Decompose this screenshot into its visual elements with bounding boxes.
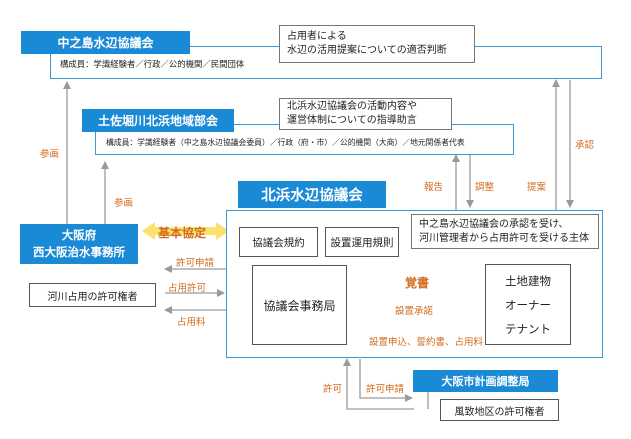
memorandum-label: 覚書 [405, 276, 430, 290]
operation-rules-box: 設置運用規則 [325, 227, 399, 257]
application-label: 設置申込、誓約書、占用料 [369, 337, 484, 348]
tosabori-members: 構成員：学識経験者（中之島水辺協議会委員）／行政（府・市）／公的機関（大商）／地… [106, 138, 465, 147]
permit-application-bottom-label: 許可申請 [366, 384, 405, 395]
nakanoshima-title: 中之島水辺協議会 [21, 31, 190, 54]
tosabori-title: 土佐堀川北浜地域部会 [82, 109, 234, 132]
owners-line: テナント [505, 321, 551, 336]
kitahama-note-line: 河川管理者から占用許可を受ける主体 [419, 232, 589, 244]
approve-label: 承認 [575, 140, 595, 151]
scenic-permit-holder-box: 風致地区の許可権者 [440, 399, 559, 421]
occupancy-fee-label: 占用料 [177, 317, 206, 328]
tosabori-note: 北浜水辺協議会の活動内容や 運営体制についての指導助言 [279, 98, 452, 130]
city-bureau-title: 大阪市計画調整局 [413, 370, 558, 392]
proposal-label: 提案 [527, 182, 547, 193]
tosabori-note-line: 運営体制についての指導助言 [287, 115, 417, 126]
permit-bottom-label: 許可 [323, 384, 343, 395]
river-permit-holder-box: 河川占用の許可権者 [29, 283, 156, 307]
participation-left-label: 参画 [40, 149, 60, 160]
osaka-pref-title-line: 大阪府 [61, 228, 97, 242]
permit-application-bottom-arrow [359, 359, 413, 402]
council-office-box: 協議会事務局 [252, 265, 347, 345]
report-label: 報告 [424, 182, 444, 193]
osaka-pref-title-line: 西大阪治水事務所 [33, 245, 125, 259]
nakanoshima-note: 占用者による 水辺の活用提案についての適否判断 [279, 25, 475, 63]
owners-line: オーナー [505, 297, 551, 312]
kitahama-note-line: 中之島水辺協議会の承認を受け、 [419, 218, 569, 230]
basic-agreement-arrow [142, 222, 229, 240]
permit-application-left-label: 許可申請 [176, 258, 215, 269]
adjust-label: 調整 [475, 182, 495, 193]
kitahama-title: 北浜水辺協議会 [238, 181, 386, 208]
osaka-pref-title: 大阪府 西大阪治水事務所 [20, 224, 138, 264]
kitahama-note: 中之島水辺協議会の承認を受け、 河川管理者から占用許可を受ける主体 [411, 214, 599, 249]
tosabori-note-line: 北浜水辺協議会の活動内容や [287, 101, 417, 112]
nakanoshima-members: 構成員：学識経験者／行政／公的機関／民間団体 [60, 59, 245, 69]
participation-mid-label: 参画 [114, 198, 134, 209]
nakanoshima-note-line: 占用者による [287, 31, 347, 42]
approval-label: 設置承諾 [395, 306, 434, 317]
owners-box: 土地建物 オーナー テナント [485, 264, 571, 345]
owners-line: 土地建物 [505, 273, 551, 288]
council-rules-box: 協議会規約 [239, 227, 318, 257]
occupancy-permit-label: 占用許可 [168, 283, 207, 294]
permit-bottom-arrow [343, 358, 414, 410]
nakanoshima-note-line: 水辺の活用提案についての適否判断 [287, 45, 447, 56]
basic-agreement-label: 基本協定 [158, 226, 207, 240]
